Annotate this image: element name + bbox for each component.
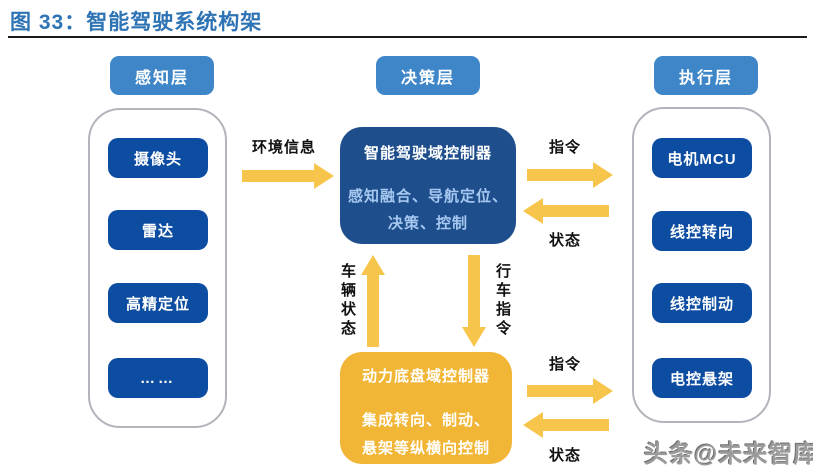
cmd-bottom-arrow-right-icon (527, 378, 613, 404)
arrow-shaft (468, 255, 480, 327)
env-info-arrow-right-icon (242, 163, 334, 189)
env-info-label: 环境信息 (251, 139, 316, 156)
vehicle-status-arrow-up-icon (361, 255, 385, 347)
arrow-shaft (527, 385, 593, 397)
execution-item-steer-by-wire: 线控转向 (652, 211, 752, 251)
arrow-head (593, 378, 613, 404)
drive-cmd-arrow-down-icon (462, 255, 486, 347)
perception-item-ellipsis: …… (108, 358, 208, 398)
chassis-controller-line2: 悬架等纵横向控制 (361, 440, 490, 457)
execution-item-electronic-suspension: 电控悬架 (652, 358, 752, 398)
watermark: 头条@未来智库 (644, 441, 813, 468)
cmd-top-arrow-right-icon (527, 162, 613, 188)
status-bottom-label: 状态 (548, 447, 581, 464)
drive-cmd-label: 行车指令 (494, 263, 511, 339)
status-top-arrow-left-icon (523, 198, 609, 224)
perception-item-camera: 摄像头 (108, 138, 208, 178)
arrow-head (462, 327, 486, 347)
perception-item-radar: 雷达 (108, 210, 208, 250)
arrow-shaft (242, 170, 314, 182)
cmd-top-label: 指令 (548, 139, 581, 156)
status-bottom-arrow-left-icon (523, 412, 609, 438)
decision-controller-line1: 感知融合、导航定位、 (347, 188, 508, 205)
decision-controller-box: 智能驾驶域控制器 感知融合、导航定位、 决策、控制 (340, 127, 516, 244)
execution-item-motor-mcu: 电机MCU (652, 138, 752, 178)
chassis-controller-line1: 集成转向、制动、 (361, 412, 490, 429)
vehicle-status-label: 车辆状态 (339, 263, 356, 339)
arrow-head (523, 198, 543, 224)
arrow-shaft (527, 169, 593, 181)
arrow-shaft (543, 419, 609, 431)
arrow-shaft (543, 205, 609, 217)
perception-item-hd-positioning: 高精定位 (108, 283, 208, 323)
decision-controller-title: 智能驾驶域控制器 (363, 145, 492, 162)
execution-item-brake-by-wire: 线控制动 (652, 283, 752, 323)
chassis-controller-title: 动力底盘域控制器 (361, 368, 490, 385)
title-underline (8, 36, 807, 38)
layer-header-execution: 执行层 (654, 56, 758, 95)
cmd-bottom-label: 指令 (548, 356, 581, 373)
arrow-shaft (367, 275, 379, 347)
status-top-label: 状态 (548, 232, 581, 249)
figure-title: 图 33：智能驾驶系统构架 (10, 11, 263, 34)
layer-header-decision: 决策层 (376, 56, 480, 95)
decision-controller-line2: 决策、控制 (387, 215, 468, 232)
chassis-controller-box: 动力底盘域控制器 集成转向、制动、 悬架等纵横向控制 (340, 352, 512, 464)
arrow-head (593, 162, 613, 188)
arrow-head (361, 255, 385, 275)
layer-header-perception: 感知层 (110, 56, 214, 95)
arrow-head (523, 412, 543, 438)
arrow-head (314, 163, 334, 189)
